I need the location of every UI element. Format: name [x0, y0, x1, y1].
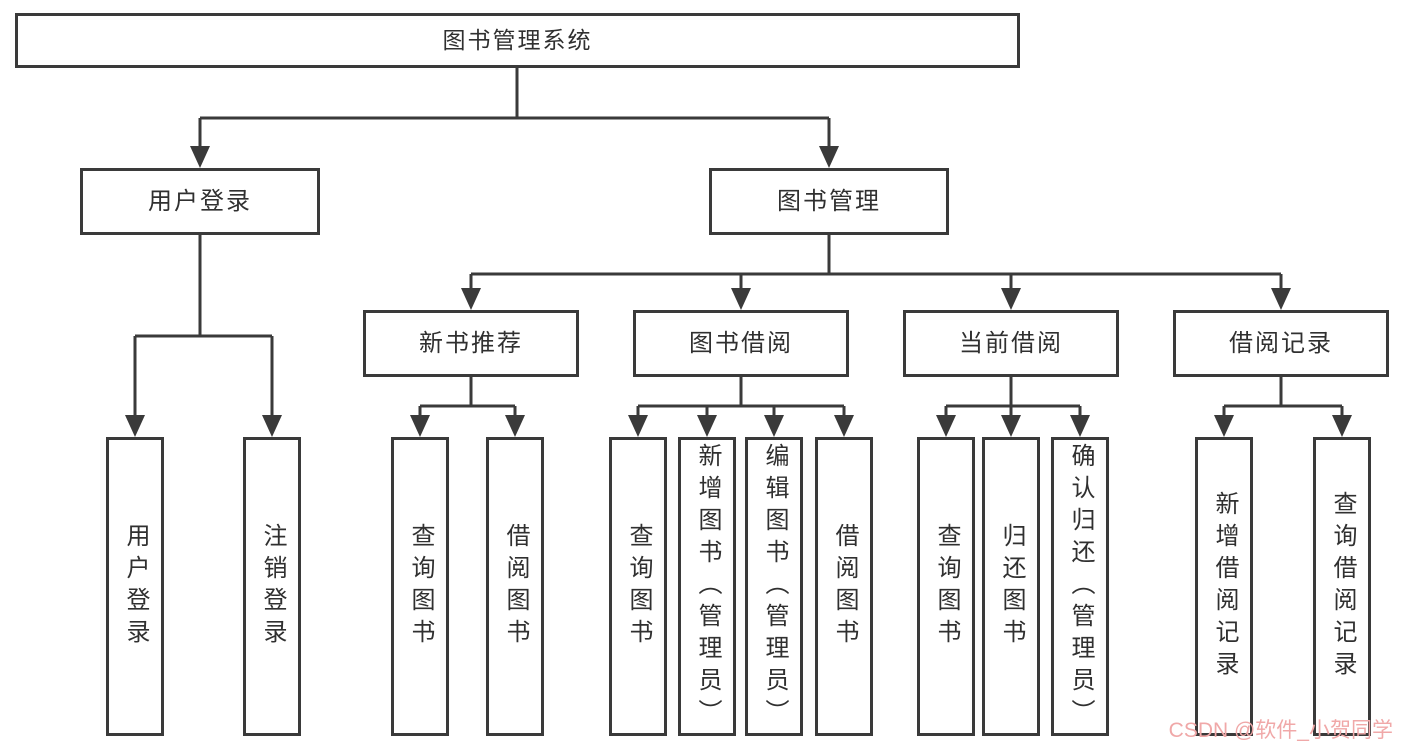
leaf-query-books-2-label: 查询图书: [625, 522, 652, 651]
connector-book-borrow-to-leaves: [628, 377, 854, 437]
leaf-query-books-2: 查询图书: [609, 437, 667, 736]
node-root: 图书管理系统: [15, 13, 1020, 68]
leaf-query-borrow-record-label: 查询借阅记录: [1329, 490, 1356, 683]
leaf-query-books-3-label: 查询图书: [933, 522, 960, 651]
leaf-borrow-books-1-label: 借阅图书: [502, 522, 529, 651]
leaf-query-books-1-label: 查询图书: [407, 522, 434, 651]
node-user-login: 用户登录: [80, 168, 320, 235]
leaf-confirm-return-admin-label: 确认归还（管理员）: [1067, 442, 1094, 731]
leaf-borrow-books-1: 借阅图书: [486, 437, 544, 736]
leaf-query-books-3: 查询图书: [917, 437, 975, 736]
leaf-edit-books-admin: 编辑图书（管理员）: [745, 437, 803, 736]
leaf-borrow-books-2: 借阅图书: [815, 437, 873, 736]
leaf-query-books-1: 查询图书: [391, 437, 449, 736]
node-book-management: 图书管理: [709, 168, 949, 235]
connector-root-to-level2: [190, 68, 839, 168]
node-user-login-label: 用户登录: [148, 187, 252, 215]
node-current-borrow: 当前借阅: [903, 310, 1119, 377]
leaf-edit-books-admin-label: 编辑图书（管理员）: [761, 442, 788, 731]
leaf-borrow-books-2-label: 借阅图书: [831, 522, 858, 651]
node-book-borrow: 图书借阅: [633, 310, 849, 377]
leaf-user-login-label: 用户登录: [122, 522, 149, 651]
leaf-add-books-admin: 新增图书（管理员）: [678, 437, 736, 736]
connector-user-login-to-leaves: [125, 235, 282, 437]
leaf-user-login: 用户登录: [106, 437, 164, 736]
leaf-add-borrow-record-label: 新增借阅记录: [1211, 490, 1238, 683]
node-borrow-records: 借阅记录: [1173, 310, 1389, 377]
node-current-borrow-label: 当前借阅: [959, 329, 1063, 357]
leaf-return-books-label: 归还图书: [998, 522, 1025, 651]
leaf-add-books-admin-label: 新增图书（管理员）: [694, 442, 721, 731]
connector-borrow-records-to-leaves: [1214, 377, 1352, 437]
csdn-watermark: CSDN @软件_小贺同学: [1168, 719, 1393, 742]
connector-book-management-to-modules: [461, 235, 1291, 310]
node-borrow-records-label: 借阅记录: [1229, 329, 1333, 357]
node-book-management-label: 图书管理: [777, 187, 881, 215]
node-new-book-recommend: 新书推荐: [363, 310, 579, 377]
leaf-logout-login: 注销登录: [243, 437, 301, 736]
node-book-borrow-label: 图书借阅: [689, 329, 793, 357]
connector-new-book-to-leaves: [410, 377, 525, 437]
node-new-book-recommend-label: 新书推荐: [419, 329, 523, 357]
leaf-return-books: 归还图书: [982, 437, 1040, 736]
leaf-query-borrow-record: 查询借阅记录: [1313, 437, 1371, 736]
node-root-label: 图书管理系统: [442, 27, 593, 53]
leaf-add-borrow-record: 新增借阅记录: [1195, 437, 1253, 736]
leaf-logout-login-label: 注销登录: [259, 522, 286, 651]
leaf-confirm-return-admin: 确认归还（管理员）: [1051, 437, 1109, 736]
connector-current-borrow-to-leaves: [936, 377, 1090, 437]
